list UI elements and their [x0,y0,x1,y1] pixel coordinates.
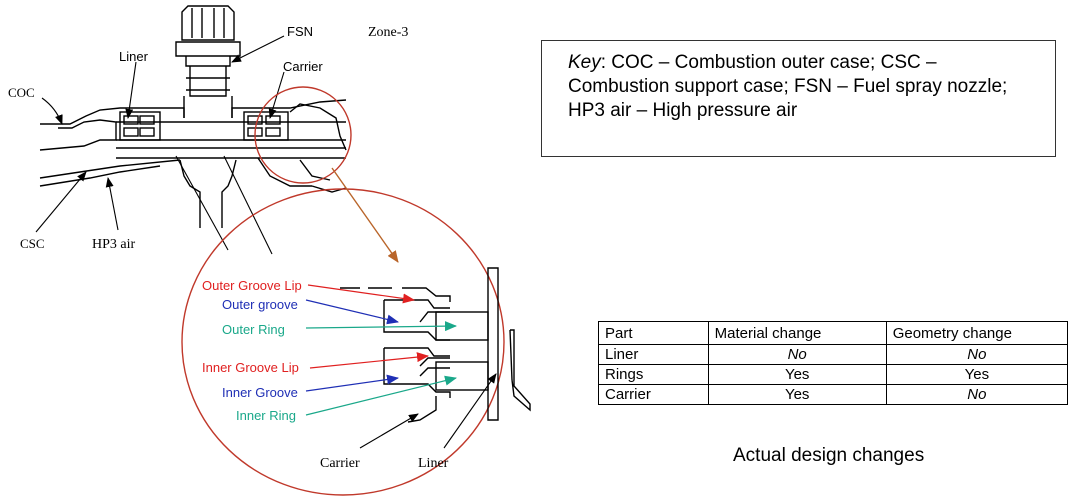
upper-leaders [35,35,285,255]
carrier-right [243,111,289,141]
label-outer-groove-lip: Outer Groove Lip [202,278,302,293]
label-carrier-bottom: Carrier [320,456,360,471]
key-text: : COC – Combustion outer case; CSC – Com… [568,52,1008,121]
table-cell: Rings [598,364,709,385]
label-outer-groove: Outer groove [222,297,298,312]
table-row: Carrier Yes No [598,384,1068,405]
table-cell: No [885,384,1068,405]
carrier-profile [402,287,451,302]
key-box: Key: COC – Combustion outer case; CSC – … [541,40,1056,157]
table-header-cell: Geometry change [885,321,1068,345]
label-inner-groove-lip: Inner Groove Lip [202,360,299,375]
table-row: Rings Yes Yes [598,364,1068,385]
label-fsn: FSN [287,24,313,39]
fsn-cap [181,5,235,41]
label-carrier-top: Carrier [283,59,323,74]
table-cell: Yes [707,384,887,405]
table-row: Liner No No [598,344,1068,365]
table-header-cell: Part [598,321,709,345]
label-coc: COC [8,85,35,100]
table-cell: No [707,344,887,365]
label-inner-ring: Inner Ring [236,408,296,423]
seal-detail [340,267,531,423]
coc-shape [40,107,185,125]
label-csc: CSC [20,236,45,251]
inner-ring [435,361,489,391]
label-zone: Zone-3 [368,25,408,40]
detail-zoom-circle [181,188,505,496]
lower-leaders [359,373,497,449]
table-cell: Carrier [598,384,709,405]
callout-connector [331,167,399,263]
carrier-left [119,111,161,141]
table-caption: Actual design changes [733,445,925,466]
table-header-row: Part Material change Geometry change [598,321,1068,345]
key-prefix: Key [568,52,601,73]
detail-arrows [305,284,457,416]
label-inner-groove: Inner Groove [222,385,298,400]
label-liner-bottom: Liner [418,456,449,471]
table-cell: Yes [707,364,887,385]
table-cell: No [885,344,1068,365]
label-liner-top: Liner [119,49,149,64]
fsn-stem [183,96,233,118]
table-header-cell: Material change [707,321,887,345]
engine-cross-section [39,5,347,228]
table-cell: Yes [885,364,1068,385]
liner-profile [487,267,499,421]
label-hp3: HP3 air [92,237,136,252]
diagram-labels: FSN Zone-3 Liner Carrier COC CSC HP3 air… [8,24,449,471]
table-cell: Liner [598,344,709,365]
design-changes-table: Part Material change Geometry change Lin… [598,321,1068,405]
label-outer-ring: Outer Ring [222,322,285,337]
detail-callout-circle [254,86,352,184]
